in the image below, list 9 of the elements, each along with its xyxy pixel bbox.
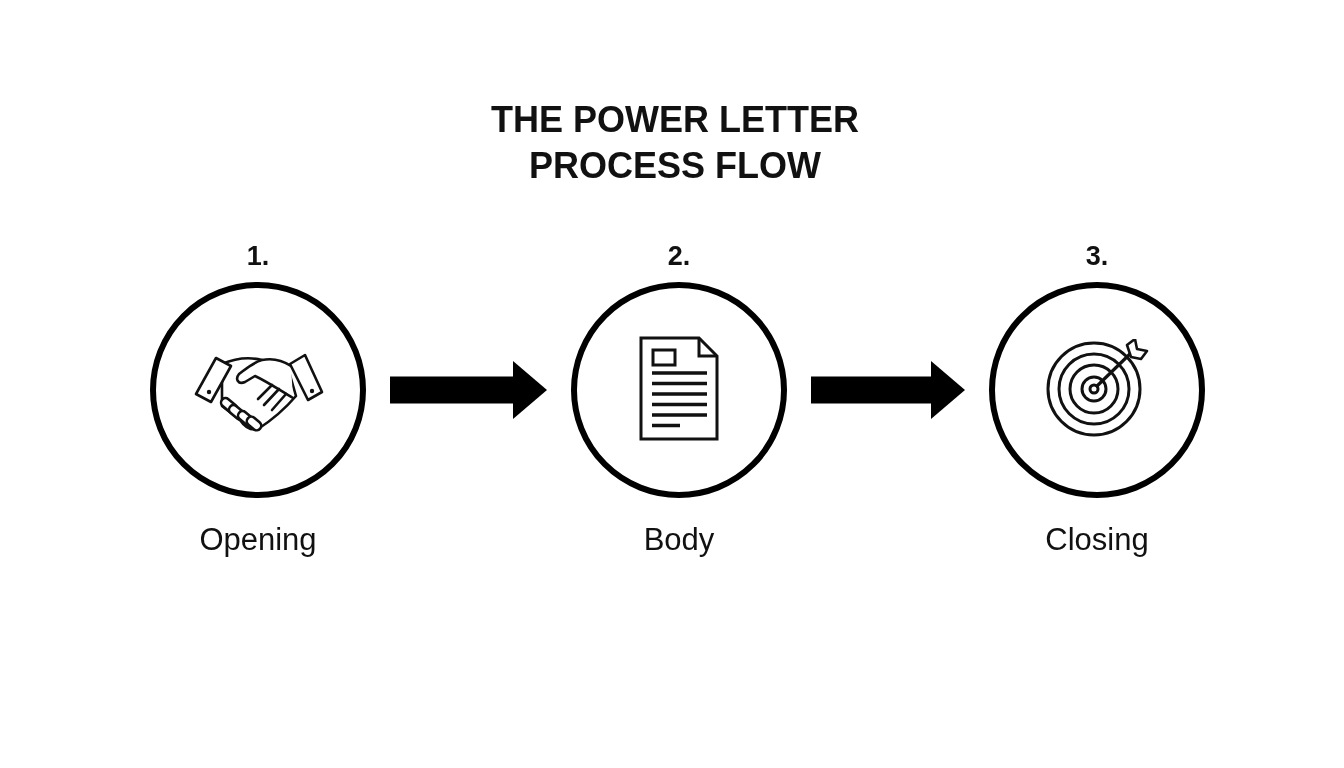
step-label: Body [643,521,715,559]
step-label: Opening [199,521,317,559]
diagram-title: THE POWER LETTER PROCESS FLOW [490,98,860,188]
step-number: 2. [667,240,691,273]
arrow [811,361,965,419]
step-label: Closing [1045,521,1149,559]
step-number: 1. [246,240,270,273]
step-number: 3. [1085,240,1109,273]
arrow [390,361,547,419]
